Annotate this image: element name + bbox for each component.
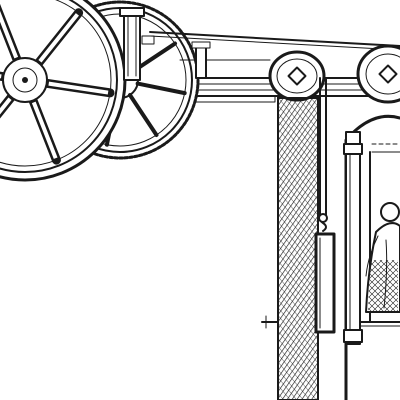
screw-standard [119,7,155,81]
gear-spokes-spoke [127,93,159,138]
drive-belt [149,31,400,51]
flywheel-spokes [0,3,115,165]
flywheel-spoke-highlight [0,10,19,59]
flywheel-spoke-highlight [31,101,58,159]
gear-spokes-spoke [135,81,187,96]
middle-pulley [268,50,326,102]
hatched-post [277,97,319,400]
beam-bracket [179,41,271,79]
flywheel-spoke-highlight [0,97,12,115]
passenger-figure [365,202,400,313]
flywheel-spoke-highlight [48,81,109,95]
flywheel-spoke-highlight [38,13,79,63]
right-pulley [356,44,400,104]
rope-and-weight [314,77,336,334]
gear-spokes-spoke [133,41,178,73]
lever-bracket [261,315,279,329]
